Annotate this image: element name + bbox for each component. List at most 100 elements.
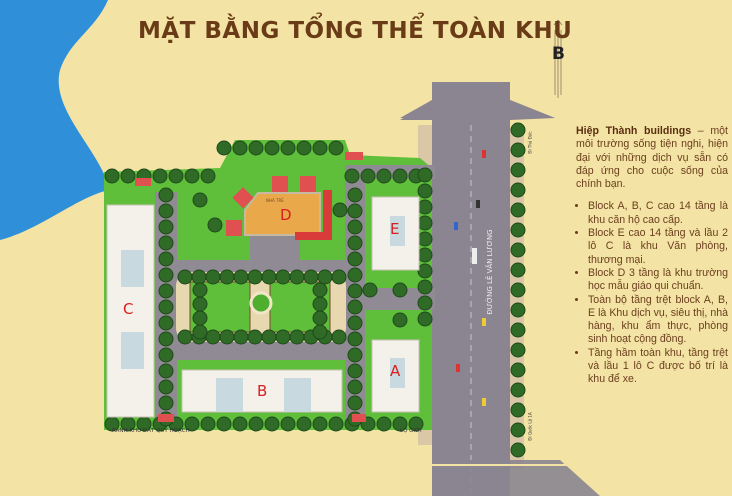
block-a [371, 339, 420, 413]
tree [303, 269, 319, 285]
tree [417, 183, 433, 199]
feature-item: Tầng hầm toàn khu, tầng trệt và lầu 1 lô… [588, 347, 728, 387]
tree [392, 282, 408, 298]
tree [232, 140, 248, 156]
feature-list: Block A, B, C cao 14 tầng là khu căn hộ … [576, 200, 728, 386]
block-e-label: E [390, 220, 400, 238]
tree [158, 379, 174, 395]
block-e [371, 196, 420, 271]
gate-houses [135, 152, 366, 422]
tree [510, 302, 526, 318]
tree [219, 269, 235, 285]
tree [248, 416, 264, 432]
tree [408, 416, 424, 432]
tree [192, 310, 208, 326]
tree [177, 269, 193, 285]
tree [158, 235, 174, 251]
tree [158, 219, 174, 235]
tree [247, 329, 263, 345]
tree [347, 331, 363, 347]
tree [232, 416, 248, 432]
tree [158, 187, 174, 203]
tree [417, 199, 433, 215]
tree [347, 347, 363, 363]
tree [120, 168, 136, 184]
tree [280, 140, 296, 156]
tree [510, 362, 526, 378]
cars [454, 150, 486, 406]
block-b [181, 369, 343, 413]
tree [247, 269, 263, 285]
tree [331, 269, 347, 285]
block-d-label: D [280, 206, 292, 224]
tree [417, 215, 433, 231]
tree [158, 299, 174, 315]
tree [275, 329, 291, 345]
tree [347, 235, 363, 251]
tree [510, 342, 526, 358]
tree [192, 324, 208, 340]
tree [417, 279, 433, 295]
tree [376, 168, 392, 184]
water-area [0, 0, 110, 240]
tree [347, 379, 363, 395]
tree [264, 416, 280, 432]
boundary-label: RANH KHU ĐẤT QUY HOẠCH [112, 428, 190, 434]
tree [510, 322, 526, 338]
tree [510, 442, 526, 458]
tree [417, 247, 433, 263]
tree [200, 168, 216, 184]
tree [417, 295, 433, 311]
tree [184, 168, 200, 184]
north-arrow-icon [553, 19, 563, 98]
tree [248, 140, 264, 156]
tree [347, 219, 363, 235]
tree [392, 416, 408, 432]
tree [317, 269, 333, 285]
description-lead: Hiệp Thành buildings – một môi trường số… [576, 125, 728, 191]
tree [192, 296, 208, 312]
tree [417, 311, 433, 327]
tree [261, 269, 277, 285]
tree [233, 329, 249, 345]
setback-label: LỘ GIỚI [400, 428, 422, 434]
tree [347, 187, 363, 203]
tree [312, 140, 328, 156]
road-name-label: ĐƯỜNG LÊ VĂN LƯƠNG [486, 229, 494, 315]
tree [216, 416, 232, 432]
tree [312, 416, 328, 432]
tree [312, 310, 328, 326]
block-a-label: A [390, 362, 401, 380]
tree [158, 267, 174, 283]
tree [296, 140, 312, 156]
feature-item: Block D 3 tầng là khu trường học mẫu giá… [588, 267, 728, 294]
tree [510, 182, 526, 198]
tree [312, 324, 328, 340]
tree [331, 329, 347, 345]
block-d [226, 176, 332, 240]
tree [264, 140, 280, 156]
tree [152, 168, 168, 184]
tree [347, 203, 363, 219]
project-name: Hiệp Thành buildings [576, 125, 692, 137]
tree [233, 269, 249, 285]
tree [158, 331, 174, 347]
tree [510, 262, 526, 278]
tree [158, 203, 174, 219]
tree [158, 315, 174, 331]
tree [347, 363, 363, 379]
tree [192, 282, 208, 298]
tree [392, 312, 408, 328]
tree [177, 329, 193, 345]
direction-north-label: Đi Thủ Đức [527, 131, 533, 154]
tree [510, 282, 526, 298]
tree [392, 168, 408, 184]
tree [376, 416, 392, 432]
tree [192, 192, 208, 208]
tree [347, 251, 363, 267]
tree [347, 283, 363, 299]
tree [312, 282, 328, 298]
tree [296, 416, 312, 432]
tree [360, 168, 376, 184]
